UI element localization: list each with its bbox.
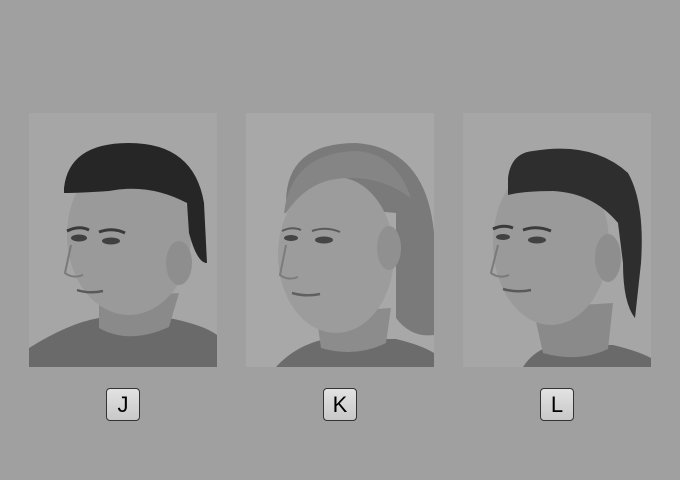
face-photo-j <box>29 113 217 367</box>
key-k-button[interactable]: K <box>323 388 357 421</box>
key-l-button[interactable]: L <box>540 388 574 421</box>
face-photo-l <box>463 113 651 367</box>
face-photo-k-image <box>246 113 434 367</box>
face-photo-j-image <box>29 113 217 367</box>
face-photo-l-image <box>463 113 651 367</box>
face-photo-k <box>246 113 434 367</box>
key-j-button[interactable]: J <box>106 388 140 421</box>
